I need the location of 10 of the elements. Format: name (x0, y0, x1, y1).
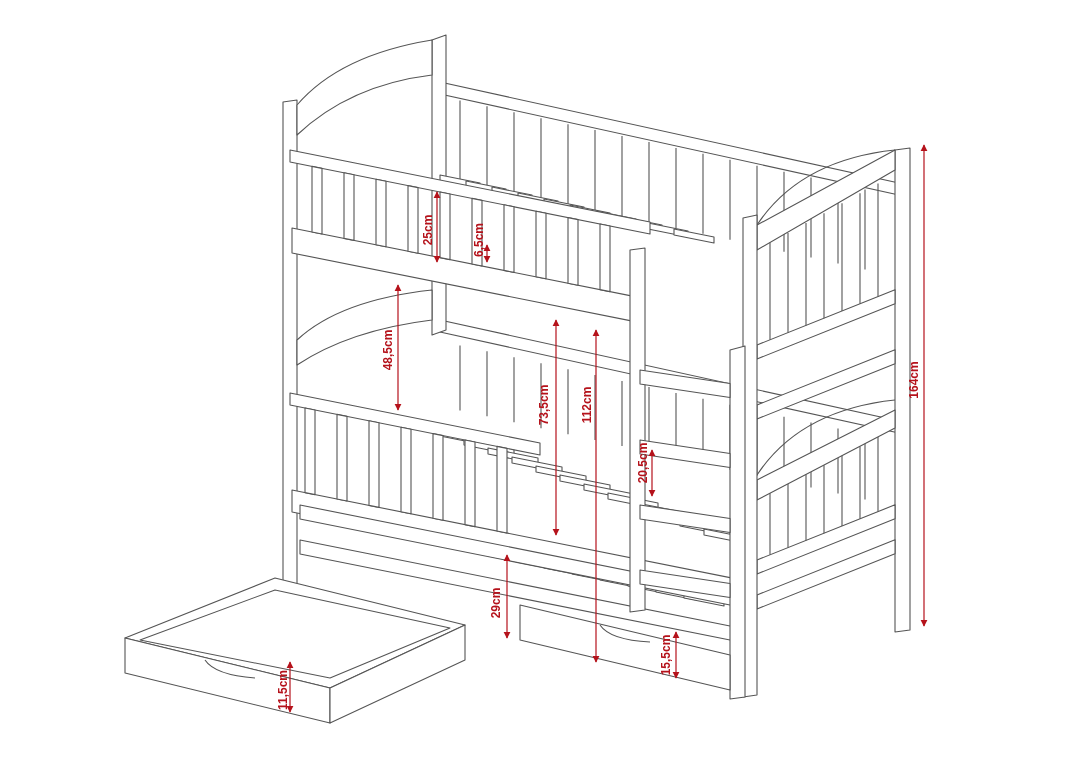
dimension-label: 15,5cm (660, 634, 672, 676)
dimension-label: 112cm (581, 386, 593, 424)
dimension-label: 164cm (908, 361, 920, 399)
dimension-label: 25cm (422, 214, 434, 246)
dimension-label: 29cm (490, 587, 502, 619)
dimension-label: 73,5cm (538, 384, 550, 426)
dimension-label: 48,5cm (382, 329, 394, 371)
dimension-label: 20,5cm (637, 442, 649, 484)
dimension-label: 6,5cm (473, 223, 485, 257)
dimension-label: 11,5cm (277, 670, 289, 710)
